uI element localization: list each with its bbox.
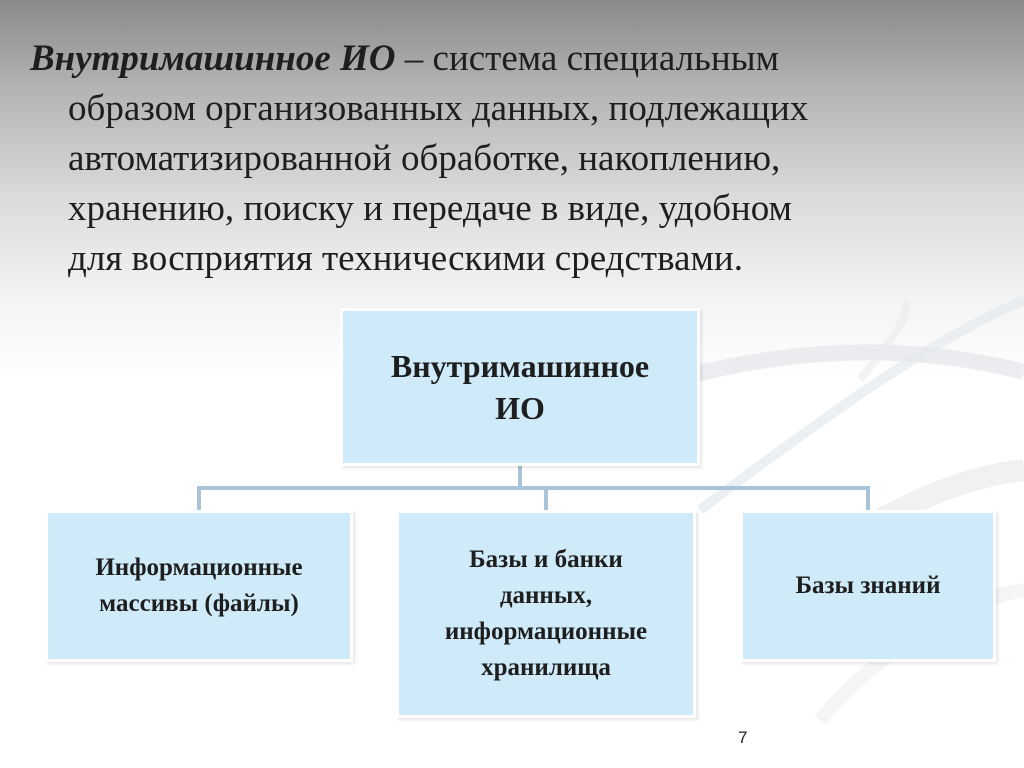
definition-line-2: образом организованных данных, подлежащи… (68, 88, 809, 129)
child-node-knowledge-bases-box: Базы знаний (740, 510, 996, 662)
child-node-databases-label: Базы и банки данных, информационные хран… (444, 546, 648, 681)
definition-text: Внутримашинное ИО – система специальным … (30, 34, 990, 284)
definition-line-5: для восприятия техническими средствами. (68, 238, 743, 279)
root-node-box: Внутримашинное ИО (340, 308, 700, 466)
definition-line-1: Внутримашинное ИО – система специальным (30, 34, 990, 84)
definition-line-4: хранению, поиску и передаче в виде, удоб… (68, 188, 792, 229)
definition-first-line-rest: – система специальным (395, 38, 779, 79)
definition-term: Внутримашинное ИО (30, 38, 396, 79)
root-node-label: Внутримашинное ИО (390, 348, 650, 426)
definition-line-3: автоматизированной обработке, накоплению… (68, 138, 781, 179)
child-node-files-box: Информационные массивы (файлы) (45, 510, 353, 662)
child-node-knowledge-bases-label: Базы знаний (795, 572, 941, 599)
child-node-databases-box: Базы и банки данных, информационные хран… (396, 510, 696, 718)
child-node-files-label: Информационные массивы (файлы) (95, 554, 303, 617)
page-number: 7 (738, 728, 748, 747)
